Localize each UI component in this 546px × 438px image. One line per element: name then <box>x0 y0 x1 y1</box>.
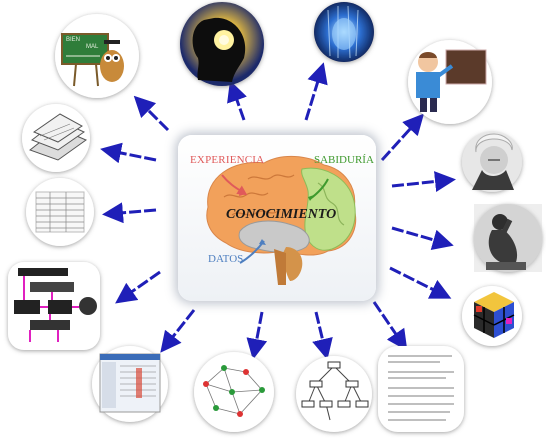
brain-icon <box>206 155 357 285</box>
arrow-flowchart <box>115 270 161 304</box>
label-conocimiento: CONOCIMIENTO <box>226 207 337 222</box>
label-datos: DATOS <box>208 253 244 265</box>
flowchart-icon <box>8 262 100 350</box>
digital-mind-icon <box>314 2 374 62</box>
equations-document-icon <box>378 346 464 432</box>
arrow-teacher <box>380 113 425 162</box>
blackboard-text-2: MAL <box>86 44 99 50</box>
arrow-cube <box>389 266 452 299</box>
label-experiencia: EXPERIENCIA <box>190 154 265 166</box>
arrow-lightbulb-head <box>227 80 247 121</box>
owl-teacher-icon <box>55 14 139 98</box>
arrow-equations <box>372 301 408 351</box>
center-brain-card: EXPERIENCIA SABIDURÍA CONOCIMIENTO DATOS <box>178 135 376 301</box>
arrow-data-table <box>102 202 157 224</box>
arrow-software-screen <box>160 309 196 353</box>
tree-diagram-icon <box>296 356 372 432</box>
arrow-network-graph <box>246 311 268 360</box>
blackboard-text-1: BIEN <box>66 37 81 43</box>
arrow-einstein <box>391 171 456 192</box>
cube-icon <box>462 286 522 346</box>
einstein-portrait-icon <box>462 132 522 192</box>
thinker-statue-icon <box>474 204 542 272</box>
arrow-owl-teacher <box>133 95 170 132</box>
lightbulb-head-icon <box>180 2 264 86</box>
network-graph-icon <box>194 352 274 432</box>
arrow-books <box>100 142 157 164</box>
software-screenshot-icon <box>92 346 168 422</box>
data-table-icon <box>26 178 94 246</box>
label-sabiduria: SABIDURÍA <box>314 154 374 166</box>
arrow-thinker <box>391 226 454 250</box>
arrow-digital-mind <box>304 62 328 121</box>
teacher-icon <box>408 40 492 124</box>
arrow-tree-diagram <box>312 311 333 360</box>
books-icon <box>22 104 90 172</box>
